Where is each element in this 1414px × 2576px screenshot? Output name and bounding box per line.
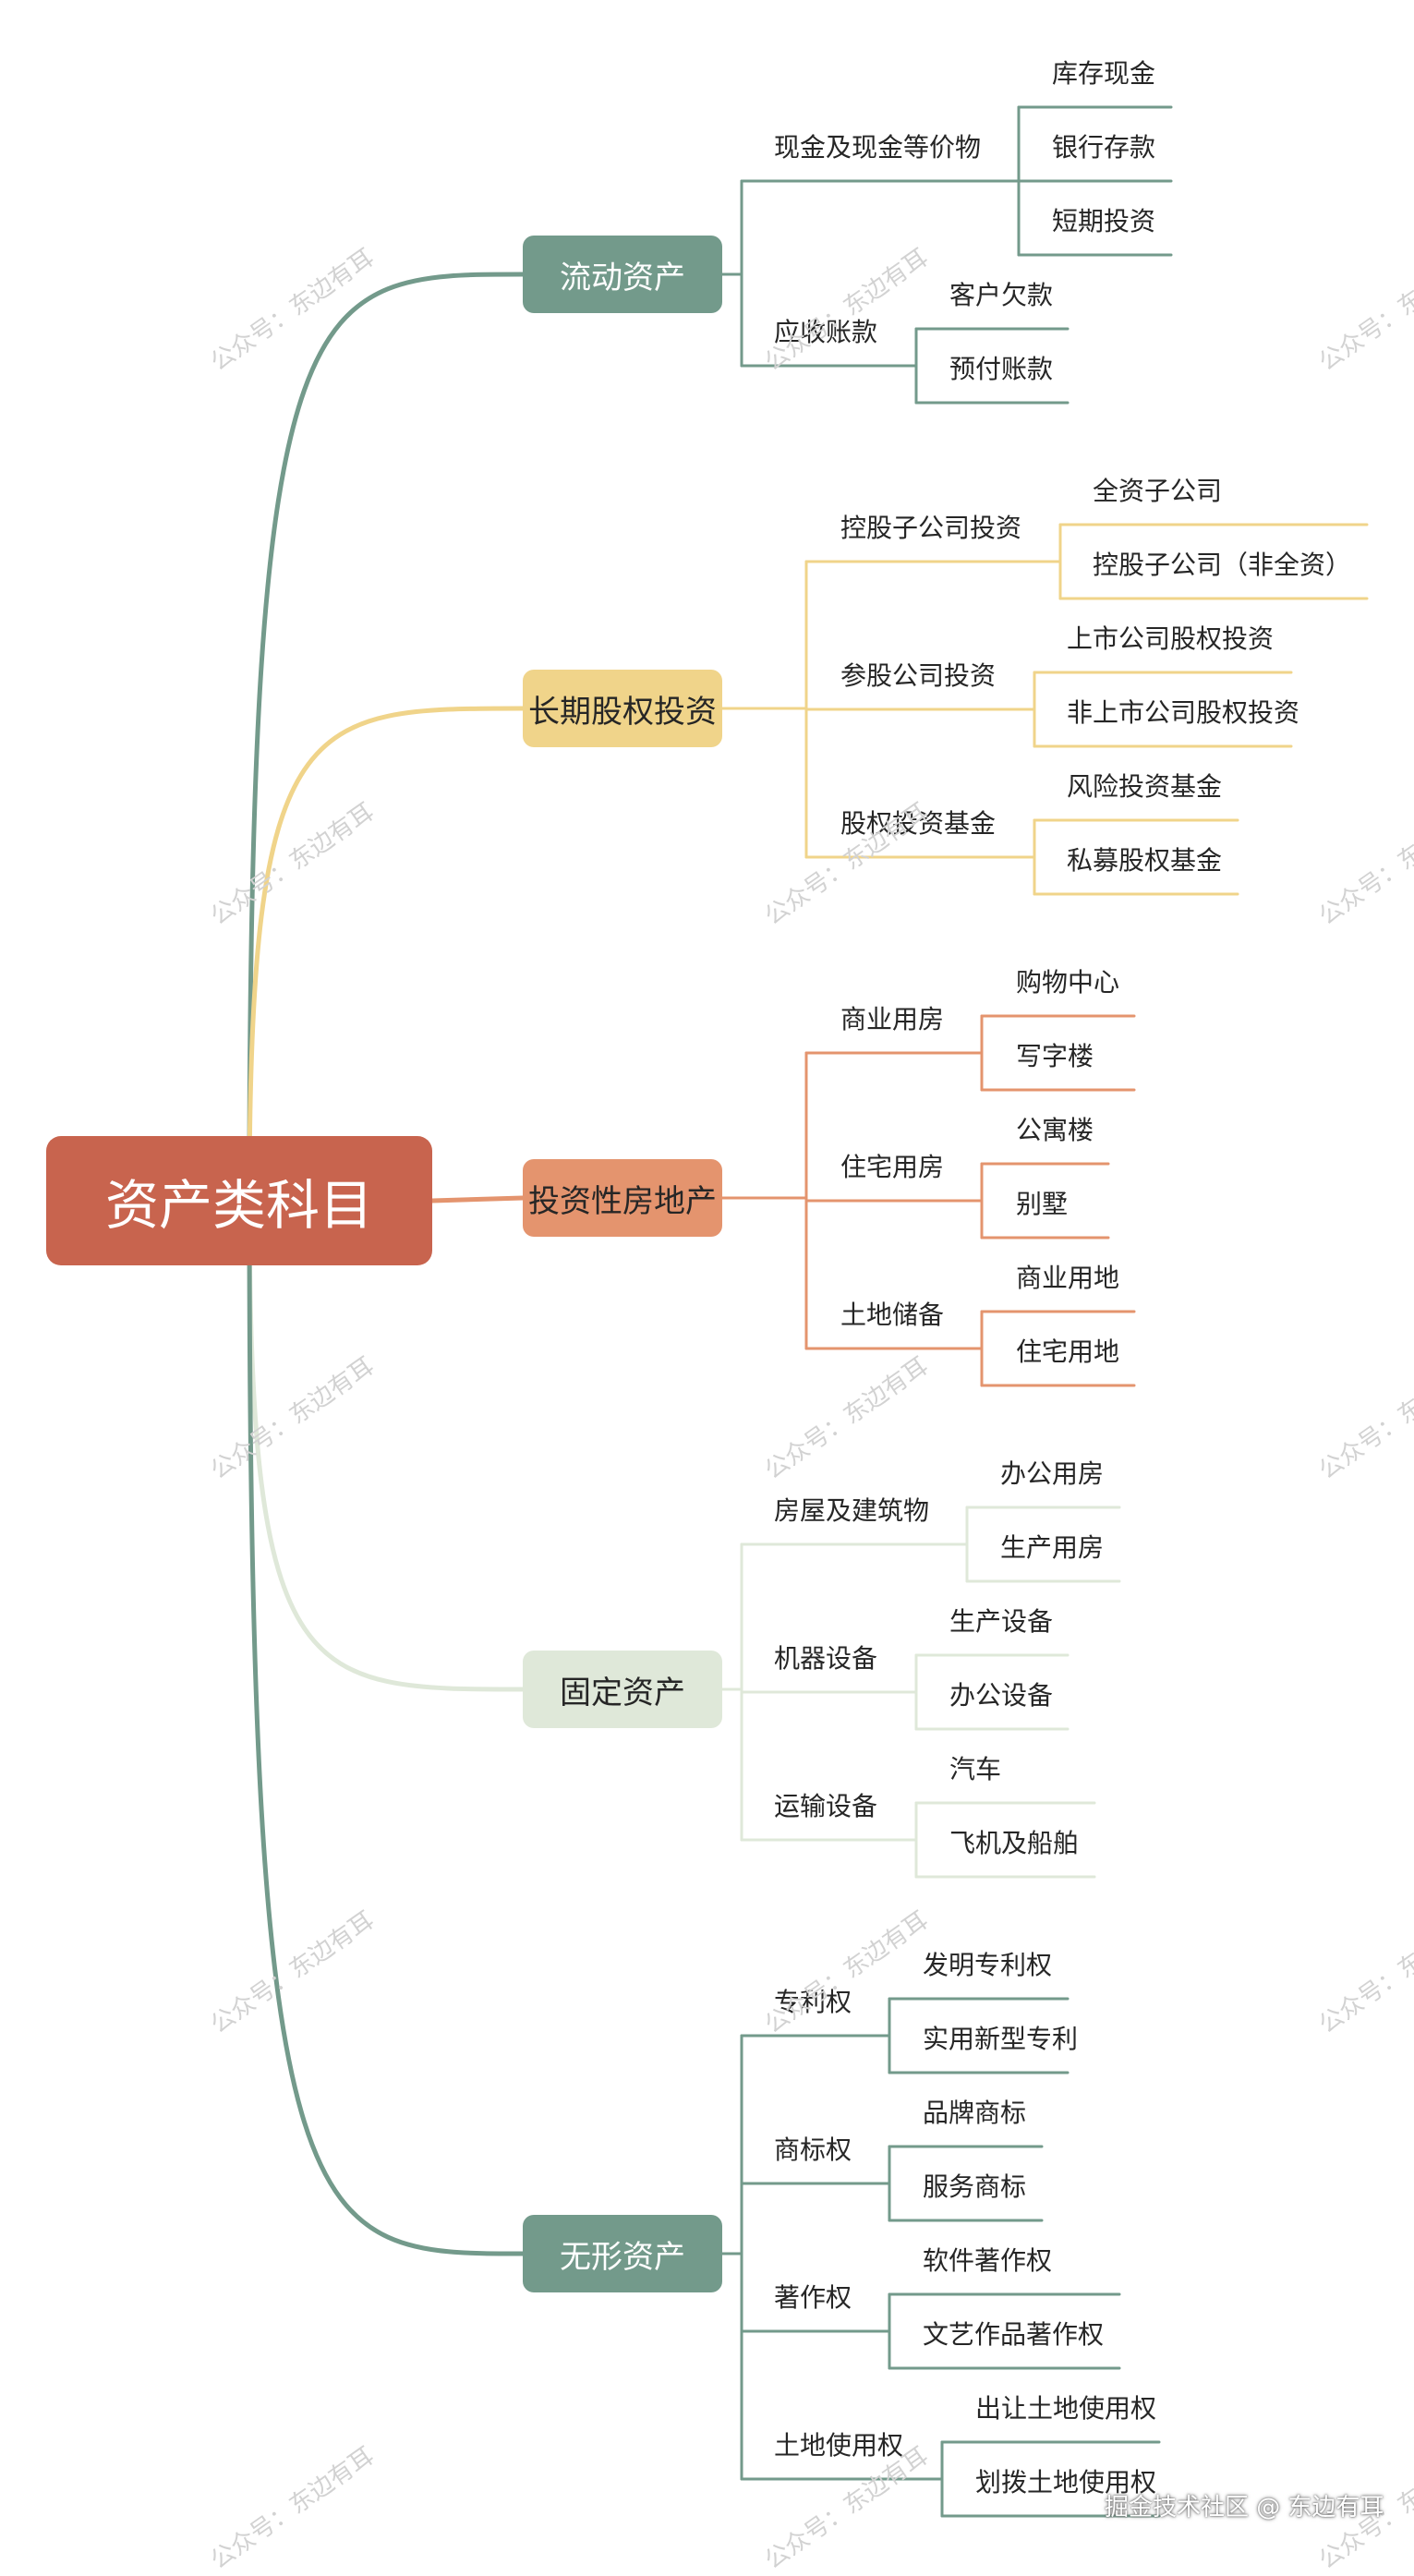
sub-branch-label[interactable]: 商业用房 [840,1004,945,1034]
sub-branch-label[interactable]: 现金及现金等价物 [774,132,982,163]
leaf-label[interactable]: 控股子公司（非全资） [1093,550,1352,580]
leaf-label[interactable]: 住宅用地 [1016,1336,1120,1367]
leaf-label[interactable]: 办公设备 [949,1680,1054,1711]
leaf-label[interactable]: 购物中心 [1016,967,1120,998]
leaf-label[interactable]: 服务商标 [923,2171,1027,2202]
sub-branch-label[interactable]: 股权投资基金 [840,808,997,839]
leaf-label[interactable]: 上市公司股权投资 [1067,623,1275,654]
leaf-label[interactable]: 银行存款 [1052,132,1156,163]
leaf-label[interactable]: 软件著作权 [923,2245,1053,2276]
sub-branch-label[interactable]: 机器设备 [774,1643,878,1674]
sub-branch-label[interactable]: 土地储备 [840,1300,945,1330]
leaf-label[interactable]: 划拨土地使用权 [975,2467,1157,2497]
leaf-label[interactable]: 短期投资 [1052,206,1156,236]
sub-branch-label[interactable]: 控股子公司投资 [840,513,1022,543]
leaf-label[interactable]: 品牌商标 [923,2098,1027,2128]
footer-credit: 掘金技术社区 @ 东边有耳 [1105,2494,1384,2522]
leaf-label[interactable]: 商业用地 [1016,1263,1120,1293]
sub-branch-label[interactable]: 房屋及建筑物 [774,1495,930,1526]
leaf-label[interactable]: 生产设备 [949,1606,1054,1637]
sub-branch-label[interactable]: 专利权 [774,1987,852,2017]
leaf-label[interactable]: 全资子公司 [1093,476,1223,506]
leaf-label[interactable]: 非上市公司股权投资 [1067,697,1300,728]
leaf-label[interactable]: 风险投资基金 [1067,771,1223,802]
leaf-label[interactable]: 别墅 [1016,1189,1069,1219]
leaf-label[interactable]: 实用新型专利 [923,2024,1079,2054]
leaf-label[interactable]: 办公用房 [1000,1458,1105,1489]
connector-line [247,1198,526,1692]
branch-node-long-term-equity[interactable]: 长期股权投资 [523,670,722,747]
leaf-label[interactable]: 出让土地使用权 [975,2393,1157,2424]
sub-branch-label[interactable]: 著作权 [774,2282,852,2313]
connector-line [429,1195,526,1203]
leaf-label[interactable]: 库存现金 [1052,58,1156,89]
leaf-label[interactable]: 写字楼 [1016,1041,1094,1071]
connector-line [247,1198,526,2256]
leaf-label[interactable]: 生产用房 [1000,1532,1105,1563]
branch-node-fixed-assets[interactable]: 固定资产 [523,1651,722,1728]
branch-node-intangible-assets[interactable]: 无形资产 [523,2215,722,2292]
root-node[interactable]: 资产类科目 [46,1136,432,1265]
sub-branch-label[interactable]: 住宅用房 [840,1152,945,1182]
leaf-label[interactable]: 公寓楼 [1016,1115,1094,1145]
connector-line [247,706,526,1203]
sub-branch-label[interactable]: 应收账款 [774,317,878,347]
leaf-label[interactable]: 汽车 [949,1754,1002,1784]
leaf-label[interactable]: 预付账款 [949,354,1054,384]
branch-node-investment-property[interactable]: 投资性房地产 [523,1159,722,1237]
sub-branch-label[interactable]: 土地使用权 [774,2430,904,2461]
leaf-label[interactable]: 发明专利权 [923,1950,1053,1980]
leaf-label[interactable]: 文艺作品著作权 [923,2319,1105,2350]
sub-branch-label[interactable]: 运输设备 [774,1791,878,1821]
sub-branch-label[interactable]: 参股公司投资 [840,660,997,691]
sub-branch-label[interactable]: 商标权 [774,2135,852,2165]
leaf-label[interactable]: 私募股权基金 [1067,845,1223,876]
connector-line [247,272,526,1203]
leaf-label[interactable]: 客户欠款 [949,280,1054,310]
branch-node-current-assets[interactable]: 流动资产 [523,236,722,313]
leaf-label[interactable]: 飞机及船舶 [949,1828,1080,1858]
